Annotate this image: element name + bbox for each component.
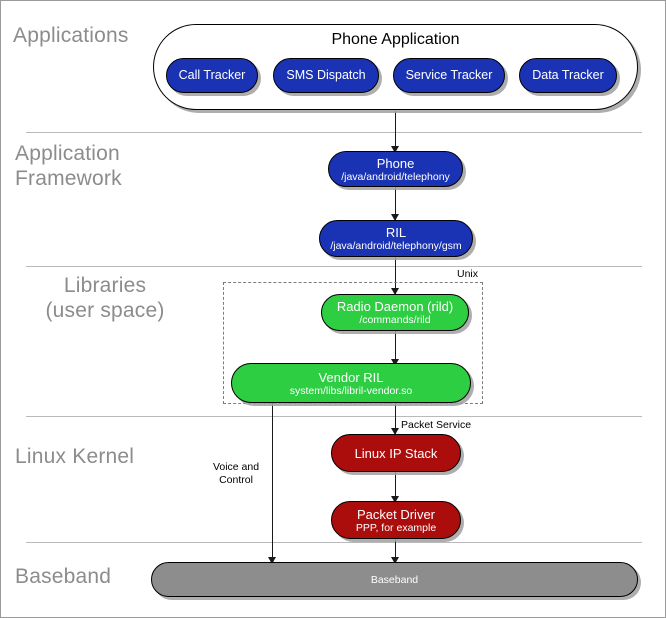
node-ril-title: RIL (385, 225, 407, 240)
app-node-service-tracker-label: Service Tracker (405, 68, 493, 82)
node-phone-title: Phone (376, 155, 415, 171)
node-ril-subtitle: /java/android/telephony/gsm (330, 240, 462, 252)
unix-group-box (223, 282, 483, 404)
phone-application-label: Phone Application (331, 31, 460, 48)
node-vendor-ril-title: Vendor RIL (318, 369, 384, 385)
connector-ril-to-radio-daemon (395, 257, 396, 295)
app-node-data-tracker[interactable]: Data Tracker (519, 58, 617, 93)
connector-apps-to-phone (395, 111, 396, 153)
node-radio-daemon-subtitle: /commands/rild (359, 314, 431, 326)
node-linux-ip-stack-title: Linux IP Stack (354, 445, 438, 461)
divider-framework (26, 266, 642, 267)
app-node-sms-dispatch-label: SMS Dispatch (286, 68, 366, 82)
node-baseband[interactable]: Baseband (151, 562, 638, 597)
divider-applications (26, 132, 642, 133)
connector-vendor-ril-to-baseband (272, 398, 273, 565)
node-linux-ip-stack[interactable]: Linux IP Stack (331, 434, 461, 472)
node-phone[interactable]: Phone /java/android/telephony (328, 151, 463, 187)
node-radio-daemon-title: Radio Daemon (rild) (336, 299, 454, 314)
divider-libraries (26, 416, 642, 417)
layer-label-applications: Applications (13, 24, 129, 47)
arrowhead-vendor-ril-to-ip-stack (390, 428, 399, 435)
node-phone-subtitle: /java/android/telephony (341, 170, 450, 183)
layer-label-application-framework: Application Framework (15, 142, 122, 190)
layer-label-baseband: Baseband (15, 565, 112, 588)
layer-label-libraries: Libraries (user space) (45, 274, 165, 322)
divider-kernel (26, 542, 642, 543)
edge-label-packet-service: Packet Service (401, 419, 472, 431)
node-radio-daemon[interactable]: Radio Daemon (rild) /commands/rild (321, 294, 469, 331)
layer-label-linux-kernel: Linux Kernel (15, 445, 135, 468)
app-node-sms-dispatch[interactable]: SMS Dispatch (273, 58, 379, 93)
node-packet-driver-title: Packet Driver (356, 506, 436, 522)
connector-vendor-ril-to-ip-stack (395, 398, 396, 435)
connector-packet-driver-to-baseband (395, 537, 396, 565)
connector-ip-stack-to-packet-driver (395, 471, 396, 503)
arrowhead-phone-to-ril (390, 214, 399, 221)
connector-radio-daemon-to-vendor-ril (395, 330, 396, 366)
node-vendor-ril[interactable]: Vendor RIL system/libs/libril-vendor.so (231, 363, 471, 403)
arrowhead-vendor-ril-to-baseband (267, 557, 276, 564)
app-node-call-tracker-label: Call Tracker (178, 68, 246, 82)
app-node-service-tracker[interactable]: Service Tracker (393, 58, 505, 93)
node-packet-driver[interactable]: Packet Driver PPP, for example (331, 501, 461, 539)
node-packet-driver-subtitle: PPP, for example (355, 521, 437, 534)
app-node-data-tracker-label: Data Tracker (532, 68, 604, 82)
arrowhead-apps-to-phone (390, 146, 399, 153)
node-vendor-ril-subtitle: system/libs/libril-vendor.so (289, 384, 413, 397)
node-baseband-title: Baseband (370, 573, 419, 586)
connector-phone-to-ril (395, 187, 396, 221)
unix-group-label: Unix (457, 268, 479, 280)
node-ril[interactable]: RIL /java/android/telephony/gsm (319, 220, 473, 257)
arrowhead-ril-to-radio-daemon (390, 288, 399, 295)
edge-label-voice-and-control: Voice and Control (212, 461, 260, 486)
arrowhead-ip-stack-to-packet-driver (390, 496, 399, 503)
arrowhead-packet-driver-to-baseband (390, 557, 399, 564)
app-node-call-tracker[interactable]: Call Tracker (166, 58, 258, 93)
